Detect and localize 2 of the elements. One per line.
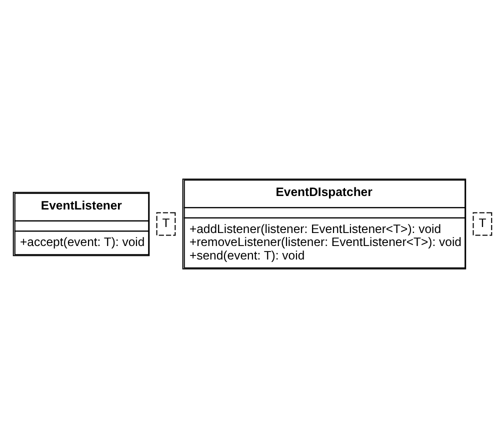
node-box: T xyxy=(156,212,176,236)
node-box: T xyxy=(472,212,492,236)
